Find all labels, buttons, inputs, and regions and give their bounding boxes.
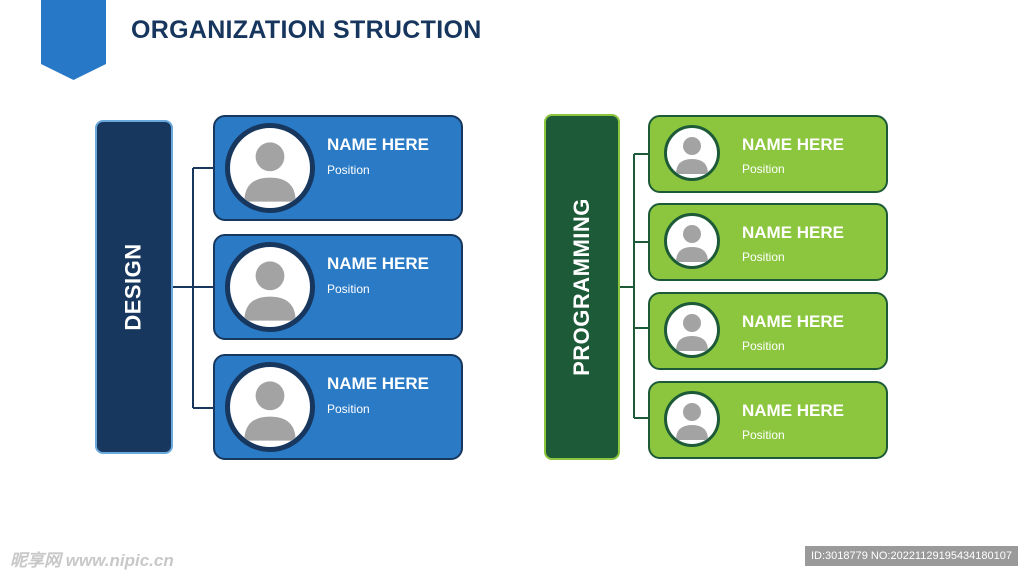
member-name: NAME HERE <box>742 135 845 154</box>
member-position: Position <box>742 250 785 264</box>
member-name: NAME HERE <box>327 135 430 154</box>
member-position: Position <box>327 163 370 177</box>
watermark-id: ID:3018779 NO:20221129195434180107 <box>804 546 1018 566</box>
member-card[interactable]: NAME HERE Position <box>213 234 463 340</box>
member-card[interactable]: NAME HERE Position <box>648 292 888 370</box>
person-icon <box>664 213 720 269</box>
person-icon <box>664 391 720 447</box>
department-programming: PROGRAMMING <box>544 114 620 460</box>
page-title: ORGANIZATION STRUCTION <box>131 16 482 44</box>
person-icon <box>664 302 720 358</box>
member-name: NAME HERE <box>327 254 430 273</box>
member-position: Position <box>742 339 785 353</box>
member-name: NAME HERE <box>742 223 845 242</box>
member-card[interactable]: NAME HERE Position <box>213 354 463 460</box>
person-icon <box>225 362 315 452</box>
person-icon <box>225 242 315 332</box>
member-card[interactable]: NAME HERE Position <box>648 203 888 281</box>
header-bookmark <box>41 0 106 80</box>
member-position: Position <box>327 402 370 416</box>
department-label: PROGRAMMING <box>569 198 595 376</box>
member-name: NAME HERE <box>327 374 430 393</box>
member-position: Position <box>327 282 370 296</box>
member-card[interactable]: NAME HERE Position <box>648 115 888 193</box>
member-position: Position <box>742 162 785 176</box>
department-label: DESIGN <box>121 243 147 331</box>
member-position: Position <box>742 428 785 442</box>
member-card[interactable]: NAME HERE Position <box>213 115 463 221</box>
programming-connector <box>620 153 650 419</box>
design-connector <box>173 167 215 409</box>
department-design: DESIGN <box>95 120 173 454</box>
member-card[interactable]: NAME HERE Position <box>648 381 888 459</box>
member-name: NAME HERE <box>742 312 845 331</box>
person-icon <box>225 123 315 213</box>
person-icon <box>664 125 720 181</box>
member-name: NAME HERE <box>742 401 845 420</box>
watermark-site: 昵享网 www.nipic.cn <box>10 551 174 570</box>
